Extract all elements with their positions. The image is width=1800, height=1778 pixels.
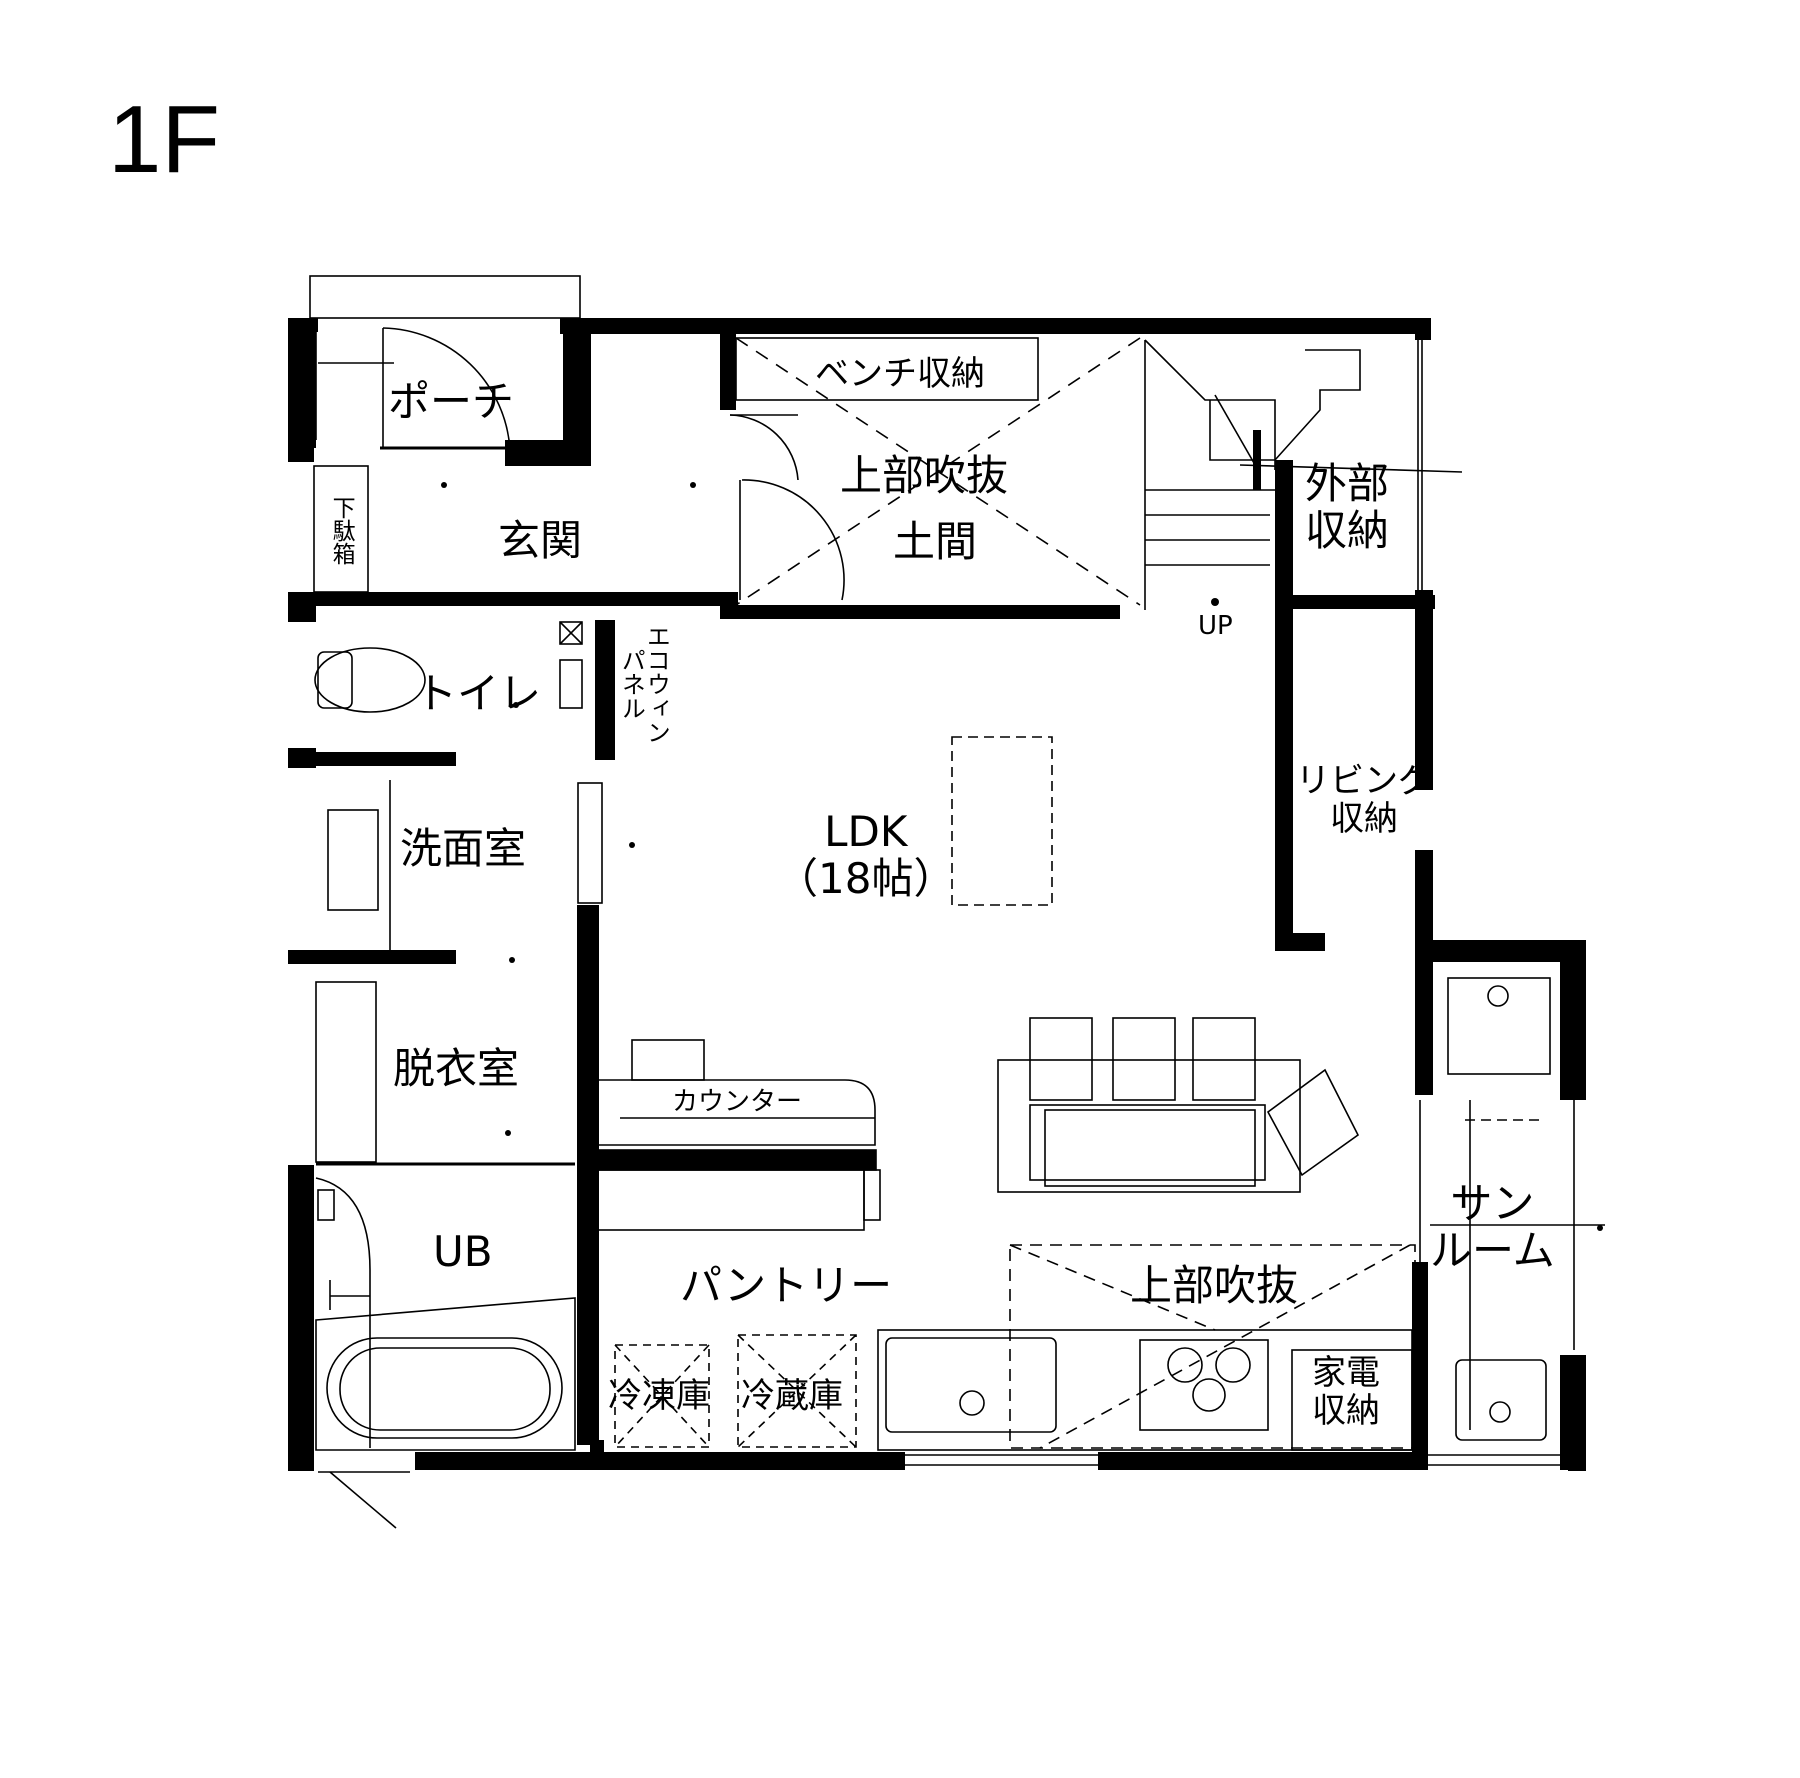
room-entrance: 玄関: [498, 516, 583, 565]
fixtures: [309, 275, 1605, 1529]
room-porch: ポーチ: [388, 377, 515, 426]
stairs-up-label: UP: [1198, 611, 1233, 641]
doma-label: 土間: [893, 517, 978, 566]
freezer-label: 冷凍庫: [608, 1376, 710, 1416]
appliance-storage-label: 家電 収納: [1312, 1353, 1380, 1432]
shoe-box-label: 下駄箱: [328, 496, 355, 565]
void-kitchen-label: 上部吹抜: [1130, 1261, 1299, 1310]
eco-panel-label: エコウィン パネル: [617, 624, 671, 744]
bench-storage-label: ベンチ収納: [815, 354, 985, 394]
living-storage-label: リビング 収納: [1296, 761, 1432, 840]
room-dressing: 脱衣室: [393, 1044, 520, 1093]
floor-label: 1F: [108, 86, 221, 193]
room-ldk: LDK （18帖）: [776, 807, 956, 904]
room-washroom: 洗面室: [400, 824, 527, 873]
room-ub: UB: [433, 1227, 493, 1276]
counter-label: カウンター: [672, 1087, 803, 1117]
fridge-label: 冷蔵庫: [741, 1376, 843, 1416]
walls: [288, 318, 1586, 1471]
room-pantry: パントリー: [680, 1261, 893, 1310]
room-toilet: トイレ: [415, 669, 542, 718]
markers: [441, 482, 1603, 1231]
void-top-label: 上部吹抜: [840, 451, 1009, 500]
exterior-storage-label: 外部 収納: [1305, 459, 1390, 556]
room-sunroom: サン ルーム: [1430, 1179, 1555, 1276]
